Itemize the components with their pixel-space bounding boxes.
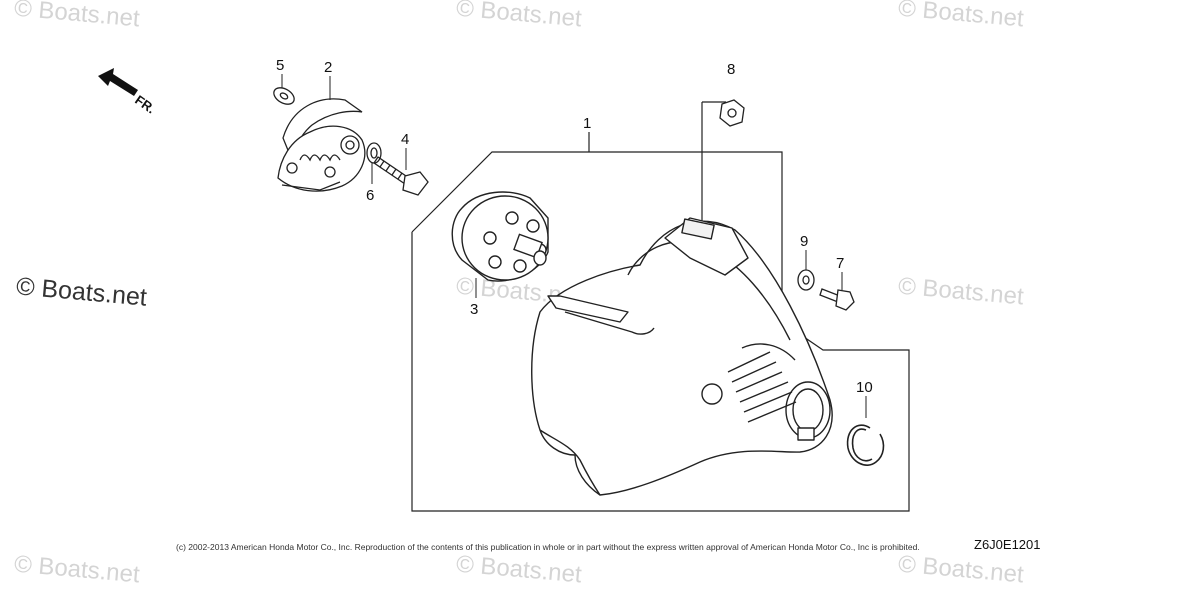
part-3-clutch-drum (451, 191, 549, 282)
part-8-nut (719, 99, 745, 127)
part-6-lock-washer (366, 142, 382, 164)
part-10-snap-ring (846, 424, 885, 466)
callout-3: 3 (470, 301, 478, 318)
callout-4: 4 (401, 131, 409, 148)
callout-2: 2 (324, 59, 332, 76)
part-4-bolt (373, 156, 429, 196)
fr-direction-arrow-icon: FR. (98, 68, 158, 116)
part-5-washer (273, 87, 295, 105)
assembly-bracket-lines (411, 101, 910, 512)
fr-direction-label: FR. (132, 92, 158, 116)
diagram-code: Z6J0E1201 (974, 537, 1041, 552)
callout-5: 5 (276, 57, 284, 74)
callout-labels: 1 2 3 4 5 6 7 8 9 10 (276, 57, 873, 396)
copyright-notice: (c) 2002-2013 American Honda Motor Co., … (176, 542, 920, 552)
callout-6: 6 (366, 187, 374, 204)
part-1-clutch-housing (531, 217, 833, 496)
callout-10: 10 (856, 379, 873, 396)
callout-7: 7 (836, 255, 844, 272)
callout-9: 9 (800, 233, 808, 250)
part-9-washer (797, 269, 815, 291)
callout-8: 8 (727, 61, 735, 78)
leader-lines (281, 74, 867, 418)
part-7-bolt (819, 288, 855, 311)
part-2-clutch-shoe-assembly (277, 98, 366, 192)
callout-1: 1 (583, 115, 591, 132)
